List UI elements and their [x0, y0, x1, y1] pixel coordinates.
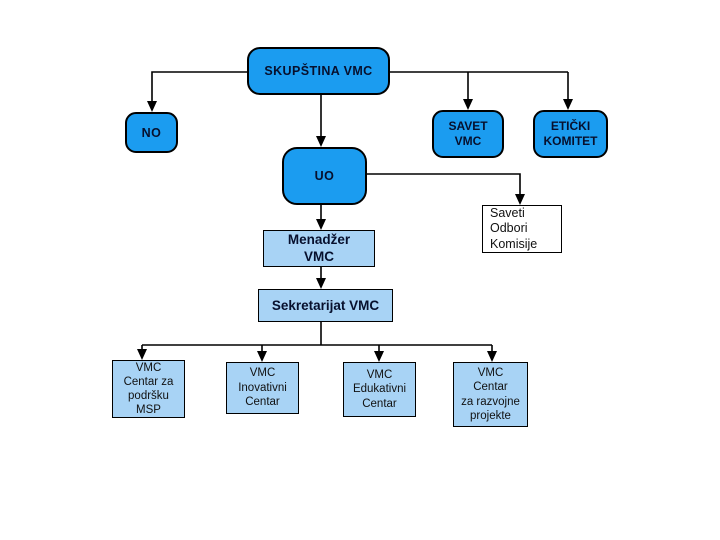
- arrowhead-savet: [463, 99, 473, 110]
- node-vmc-edukativni-centar: VMC Edukativni Centar: [343, 362, 416, 417]
- node-saveti-odbori-komisije-label: Saveti Odbori Komisije: [490, 205, 538, 251]
- node-sekretarijat-vmc: Sekretarijat VMC: [258, 289, 393, 322]
- node-uo: UO: [282, 147, 367, 205]
- node-vmc-centar-podrska-msp: VMC Centar za podršku MSP: [112, 360, 185, 418]
- arrowhead-razvojni: [487, 351, 497, 362]
- arrowhead-saveti-odbori: [515, 194, 525, 205]
- arrowhead-msp: [137, 349, 147, 360]
- node-eticki-komitet-label: ETIČKI KOMITET: [543, 119, 598, 148]
- arrowhead-inovativni: [257, 351, 267, 362]
- node-savet-vmc-label: SAVET VMC: [448, 119, 488, 148]
- node-skupstina-vmc-label: SKUPŠTINA VMC: [264, 64, 373, 78]
- arrowhead-sekretarijat: [316, 278, 326, 289]
- node-uo-label: UO: [314, 169, 335, 183]
- node-savet-vmc: SAVET VMC: [432, 110, 504, 158]
- arrowhead-uo: [316, 136, 326, 147]
- node-vmc-inovativni-centar-label: VMC Inovativni Centar: [238, 367, 287, 409]
- arrowhead-menadzer: [316, 219, 326, 230]
- node-eticki-komitet: ETIČKI KOMITET: [533, 110, 608, 158]
- node-saveti-odbori-komisije: Saveti Odbori Komisije: [482, 205, 562, 253]
- node-menadzer-vmc: Menadžer VMC: [263, 230, 375, 267]
- connector-skupstina-no: [151, 71, 247, 102]
- node-vmc-centar-razvojni-projekti-label: VMC Centar za razvojne projekte: [461, 366, 520, 422]
- node-menadzer-vmc-label: Menadžer VMC: [287, 232, 351, 264]
- node-no-label: NO: [141, 125, 162, 140]
- arrowhead-eticki: [563, 99, 573, 110]
- node-vmc-edukativni-centar-label: VMC Edukativni Centar: [352, 368, 407, 410]
- node-vmc-inovativni-centar: VMC Inovativni Centar: [226, 362, 299, 414]
- arrowhead-edukativni: [374, 351, 384, 362]
- node-skupstina-vmc: SKUPŠTINA VMC: [247, 47, 390, 95]
- node-vmc-centar-razvojni-projekti: VMC Centar za razvojne projekte: [453, 362, 528, 427]
- connector-uo-saveti-odbori: [367, 173, 521, 196]
- node-sekretarijat-vmc-label: Sekretarijat VMC: [271, 298, 380, 313]
- arrowhead-no: [147, 101, 157, 112]
- node-vmc-centar-podrska-msp-label: VMC Centar za podršku MSP: [123, 361, 174, 417]
- node-no: NO: [125, 112, 178, 153]
